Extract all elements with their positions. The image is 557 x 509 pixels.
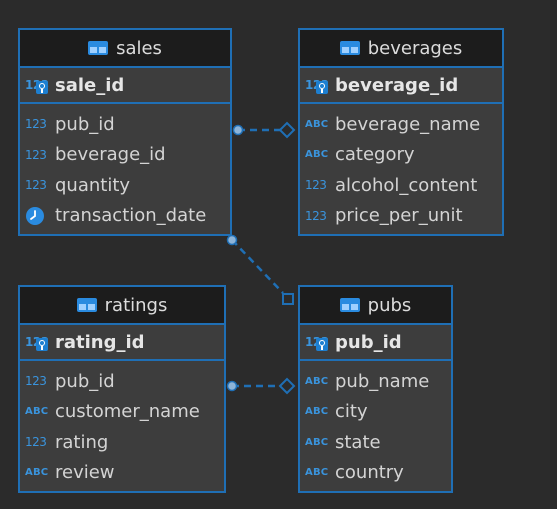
column-name: rating_id: [55, 331, 145, 353]
relation-end-dot-sales-pubs: [226, 234, 238, 246]
column-name: pub_id: [335, 331, 402, 353]
text-type-icon: ABC: [25, 406, 49, 418]
table-icon: [339, 297, 360, 313]
column-name: state: [335, 431, 381, 453]
numeric-type-icon: 123: [25, 435, 47, 450]
entity-title: beverages: [367, 37, 463, 59]
text-type-icon: ABC: [305, 149, 329, 161]
text-type-icon: ABC: [305, 436, 329, 448]
column-name: pub_name: [335, 370, 430, 392]
column-row[interactable]: ABC category: [300, 140, 502, 171]
numeric-key-icon: 123: [305, 333, 329, 351]
entity-title: sales: [116, 37, 162, 59]
column-row[interactable]: ABC pub_name: [300, 366, 451, 397]
column-name: transaction_date: [55, 205, 207, 227]
column-row[interactable]: ABC state: [300, 427, 451, 458]
entity-header[interactable]: beverages: [300, 30, 502, 68]
numeric-type-icon: 123: [305, 208, 327, 223]
clock-icon: [25, 206, 49, 225]
column-row[interactable]: ABC review: [20, 458, 224, 489]
column-name: customer_name: [55, 401, 200, 423]
entity-header[interactable]: sales: [20, 30, 230, 68]
numeric-key-icon: 123: [25, 333, 49, 351]
numeric-type-icon: 123: [25, 178, 47, 193]
relation-end-diamond-pubs: [278, 377, 296, 395]
entity-pubs[interactable]: pubs 123 pub_id ABCpub_nameABCcityABCsta…: [298, 285, 453, 493]
relation-end-diamond-beverages: [278, 121, 296, 139]
column-name: pub_id: [55, 370, 115, 392]
numeric-key-icon: 123: [25, 76, 49, 94]
numeric-type-icon: 123: [25, 117, 47, 132]
column-name: pub_id: [55, 113, 115, 135]
column-row[interactable]: 123 beverage_id: [20, 140, 230, 171]
text-type-icon: ABC: [305, 406, 329, 418]
relation-end-dot-ratings-pubs: [226, 380, 238, 392]
column-name: quantity: [55, 174, 131, 196]
table-icon: [88, 40, 109, 56]
table-icon: [339, 40, 360, 56]
column-row[interactable]: 123 alcohol_content: [300, 170, 502, 201]
relation-end-dot-sales-beverages: [232, 124, 244, 136]
table-icon: [76, 297, 97, 313]
text-type-icon: ABC: [25, 467, 49, 479]
primary-key-row[interactable]: 123 beverage_id: [300, 68, 502, 104]
column-row[interactable]: 123 quantity: [20, 170, 230, 201]
numeric-type-icon: 123: [25, 147, 47, 162]
entity-header[interactable]: ratings: [20, 287, 224, 325]
numeric-type-icon: 123: [305, 178, 327, 193]
column-row[interactable]: ABC city: [300, 397, 451, 428]
numeric-key-icon: 123: [305, 76, 329, 94]
column-name: price_per_unit: [335, 205, 463, 227]
column-name: beverage_id: [55, 144, 166, 166]
column-row[interactable]: 123 pub_id: [20, 366, 224, 397]
column-name: alcohol_content: [335, 174, 478, 196]
entity-beverages[interactable]: beverages 123 beverage_id ABC beverage_na…: [298, 28, 504, 236]
relation-line-sales-pubs: [231, 239, 284, 294]
column-list: 123 pub_id 123 beverage_id 123 quantity transa…: [20, 104, 230, 231]
entity-title: pubs: [367, 294, 412, 316]
entity-sales[interactable]: sales 123 sale_id 123 pub_id 123 beverage_i…: [18, 28, 232, 236]
column-row[interactable]: 123 pub_id: [20, 109, 230, 140]
entity-header[interactable]: pubs: [300, 287, 451, 325]
column-row[interactable]: 123 rating: [20, 427, 224, 458]
column-row[interactable]: ABC beverage_name: [300, 109, 502, 140]
column-name: rating: [55, 431, 109, 453]
primary-key-row[interactable]: 123 pub_id: [300, 325, 451, 361]
text-type-icon: ABC: [305, 375, 329, 387]
column-row[interactable]: transaction_date: [20, 201, 230, 232]
text-type-icon: ABC: [305, 118, 329, 130]
numeric-type-icon: 123: [25, 374, 47, 389]
column-row[interactable]: 123 price_per_unit: [300, 201, 502, 232]
primary-key-row[interactable]: 123 sale_id: [20, 68, 230, 104]
primary-key-row[interactable]: 123 rating_id: [20, 325, 224, 361]
column-name: review: [55, 462, 115, 484]
column-name: city: [335, 401, 368, 423]
entity-title: ratings: [104, 294, 168, 316]
column-name: beverage_id: [335, 74, 459, 96]
column-name: beverage_name: [335, 113, 481, 135]
text-type-icon: ABC: [305, 467, 329, 479]
column-name: country: [335, 462, 404, 484]
column-name: sale_id: [55, 74, 125, 96]
column-row[interactable]: ABC customer_name: [20, 397, 224, 428]
column-name: category: [335, 144, 415, 166]
relation-end-square-pubs: [282, 293, 294, 305]
column-row[interactable]: ABC country: [300, 458, 451, 489]
